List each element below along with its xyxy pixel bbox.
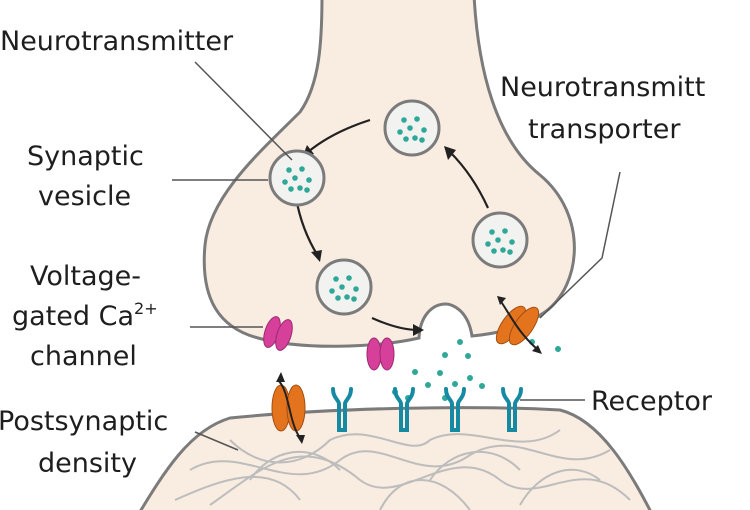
neurotransmitter-dot — [437, 370, 443, 376]
neurotransmitter-dot — [344, 294, 350, 300]
neurotransmitter-dot — [299, 166, 305, 172]
neurotransmitter-dot — [509, 239, 515, 245]
leader-lines — [172, 61, 621, 451]
leader-neurotransmitter — [194, 61, 293, 161]
neurotransmitter-dot — [288, 186, 294, 192]
neurotransmitter-dot — [297, 185, 303, 191]
neurotransmitter-dot — [282, 179, 288, 185]
neurotransmitter-dot — [397, 129, 403, 135]
neurotransmitter-dot — [333, 276, 339, 282]
label-postsynaptic-line1: Postsynaptic — [0, 406, 168, 437]
synaptic-vesicle — [315, 258, 373, 316]
postsynaptic-density-strands — [174, 429, 631, 510]
label-transporter-line2: transporter — [528, 114, 681, 145]
synaptic-vesicle — [471, 211, 529, 269]
neurotransmitter-dot — [412, 135, 418, 141]
neurotransmitter-dot — [412, 369, 418, 375]
neurotransmitter-dot — [421, 127, 427, 133]
neurotransmitter-dot — [457, 339, 463, 345]
neurotransmitter-dot — [403, 136, 409, 142]
neurotransmitter-dot — [351, 296, 357, 302]
label-neurotransmitter: Neurotransmitter — [0, 26, 234, 57]
neurotransmitter-dot — [425, 382, 431, 388]
label-receptor: Receptor — [591, 386, 713, 417]
label-vgcc-line3: channel — [30, 341, 137, 372]
arrowhead-right — [444, 146, 456, 160]
neurotransmitter-dot — [414, 116, 420, 122]
neurotransmitter-dot — [306, 177, 312, 183]
postsynaptic-transporter — [271, 372, 306, 444]
neurotransmitter-dot — [491, 248, 497, 254]
neurotransmitter-dot — [335, 295, 341, 301]
neurotransmitter-dot — [329, 288, 335, 294]
leader-postsynaptic-density — [194, 431, 239, 451]
neurotransmitter-dot — [507, 249, 513, 255]
neurotransmitter-dot — [292, 175, 298, 181]
neurotransmitter-dot — [555, 346, 561, 352]
neurotransmitter-dot — [353, 286, 359, 292]
neurotransmitter-dot — [401, 117, 407, 123]
arrow-right — [449, 151, 490, 209]
presynaptic-terminal — [202, 0, 576, 348]
neurotransmitter-dot — [502, 228, 508, 234]
neurotransmitter-dot — [286, 167, 292, 173]
neurotransmitter-dot — [495, 237, 501, 243]
label-vgcc-line1: Voltage- — [30, 261, 141, 292]
calcium-channel-1 — [263, 316, 293, 351]
label-vgcc-line2: gated Ca2+ — [12, 299, 158, 332]
label-vgcc-line2-text: gated Ca — [12, 301, 134, 332]
label-postsynaptic-line2: density — [38, 448, 137, 479]
arrowhead-bottom — [413, 324, 424, 336]
receptors — [331, 387, 523, 432]
neurotransmitter-dot — [452, 381, 458, 387]
neurotransmitter-dot — [479, 383, 485, 389]
synaptic-vesicles — [268, 99, 529, 316]
label-synaptic-vesicle-line1: Synaptic — [27, 141, 144, 172]
neurotransmitter-dot — [419, 137, 425, 143]
receptor — [393, 387, 415, 432]
neurotransmitter-dot — [500, 247, 506, 253]
neurotransmitter-dot — [467, 375, 473, 381]
arrowhead-left — [311, 250, 322, 262]
neurotransmitter-dot — [485, 241, 491, 247]
leader-transporter — [539, 171, 621, 319]
label-vgcc-superscript: 2+ — [134, 299, 158, 318]
calcium-channel-2 — [366, 337, 395, 371]
neurotransmitter-dot — [339, 284, 345, 290]
receptor — [331, 387, 353, 432]
arrow-top — [307, 118, 371, 153]
receptor — [444, 387, 466, 432]
neurotransmitter-dot — [442, 352, 448, 358]
neurotransmitter-dot — [465, 353, 471, 359]
neurotransmitter-dot — [346, 275, 352, 281]
synaptic-vesicle — [268, 149, 326, 207]
presynaptic-transporter — [495, 296, 542, 354]
label-synaptic-vesicle-line2: vesicle — [38, 181, 131, 212]
receptor — [501, 387, 523, 432]
neurotransmitter-dot — [304, 187, 310, 193]
neurotransmitter-dot — [489, 229, 495, 235]
neurotransmitter-dot — [407, 125, 413, 131]
label-transporter-line1: Neurotransmitt — [500, 72, 705, 103]
synaptic-vesicle — [383, 99, 441, 157]
